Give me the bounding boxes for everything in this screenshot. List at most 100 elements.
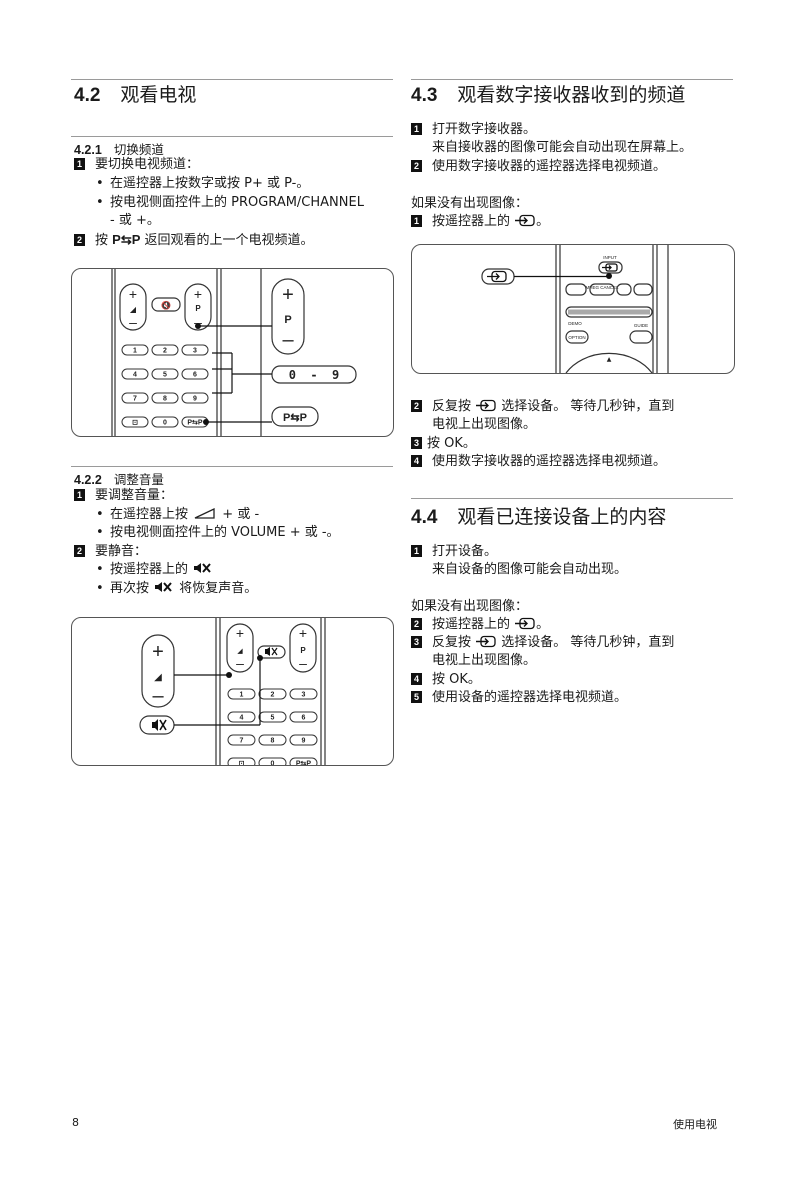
step-number: 4 — [411, 455, 422, 467]
step-number: 3 — [411, 636, 422, 648]
keypad-key-label: 7 — [133, 396, 137, 403]
keypad-key-label: 9 — [193, 396, 197, 403]
bullet-text: 再次按 — [110, 581, 150, 596]
step-continuation: 电视上出现图像。 — [432, 653, 537, 668]
step-line: 4 按 OK。 — [411, 671, 481, 688]
keypad-key — [258, 711, 287, 723]
section-rule — [411, 79, 733, 80]
keypad-key-label: 8 — [271, 738, 275, 745]
bullet-line: •在遥控器上按数字或按 P+ 或 P-。 — [96, 176, 310, 191]
keypad-key — [151, 368, 179, 380]
demo-label: DEMO — [568, 321, 582, 326]
svg-text:+: + — [236, 625, 244, 641]
source-icon — [476, 635, 496, 648]
step-text: 使用设备的遥控器选择电视频道。 — [432, 690, 628, 705]
bullet-text: 在遥控器上按数字或按 P+ 或 P-。 — [110, 176, 310, 191]
svg-text:+: + — [282, 284, 294, 306]
svg-text:+: + — [129, 286, 137, 302]
bullet-line: •按遥控器上的 — [96, 561, 212, 578]
bullet-text: 按电视侧面控件上的 VOLUME + 或 -。 — [110, 525, 340, 540]
keypad-key-label: 3 — [193, 348, 197, 355]
step-text: 。 — [536, 617, 550, 632]
source-icon — [515, 617, 535, 630]
big-p-label: P — [284, 314, 291, 326]
bullet-text: 按遥控器上的 — [110, 562, 189, 577]
step-text: 按 OK。 — [432, 672, 481, 687]
keypad-key-label: 0 — [163, 420, 167, 427]
keypad-key-label: 4 — [240, 715, 244, 722]
step-text: 选择设备。 等待几秒钟，直到 — [501, 635, 675, 650]
keypad-key-label: 7 — [240, 738, 244, 745]
bullet-line: •按电视侧面控件上的 PROGRAM/CHANNEL — [96, 195, 364, 210]
svg-text:–: – — [194, 314, 202, 330]
keypad-key — [289, 688, 318, 700]
step-number: 3 — [411, 437, 422, 449]
svg-text:+: + — [299, 625, 307, 641]
svg-text:🔇: 🔇 — [161, 300, 171, 310]
keypad-key — [258, 757, 287, 765]
remote-drawing: INPUT MHEG CANCEL DEMO GUIDE OPTION ▲ — [481, 245, 669, 373]
keypad-key-label: 3 — [302, 692, 306, 699]
step-text: 要切换电视频道： — [95, 157, 200, 172]
svg-text:▲: ▲ — [607, 356, 612, 363]
small-p-label: P — [300, 646, 306, 655]
keypad-key — [151, 344, 179, 356]
step-text: 打开设备。 — [432, 544, 498, 559]
option-label: OPTION — [568, 335, 585, 340]
keypad-key-label: 1 — [133, 348, 137, 355]
keypad-key — [227, 711, 256, 723]
keypad-key — [181, 392, 209, 404]
page-number: 8 — [72, 1116, 79, 1129]
pp-key-label: P⇆P — [112, 232, 141, 247]
mute-icon — [155, 582, 172, 592]
keypad-key — [289, 711, 318, 723]
step-number: 4 — [411, 673, 422, 685]
keypad-key-label: P⇆P — [187, 419, 203, 427]
keypad-key — [121, 416, 149, 428]
svg-text:–: – — [282, 329, 294, 351]
svg-text:+: + — [194, 286, 202, 302]
svg-text:◢: ◢ — [154, 672, 162, 683]
subsection-number: 4.2.1 — [74, 143, 102, 157]
keypad-key-label: ⊡ — [132, 420, 138, 427]
keypad-key-label: P⇆P — [296, 760, 312, 766]
keypad-key — [181, 368, 209, 380]
keypad-key-label: 0 — [271, 761, 275, 766]
step-number: 1 — [411, 123, 422, 135]
keypad-key — [227, 734, 256, 746]
keypad-key-label: 5 — [271, 715, 275, 722]
source-icon — [515, 214, 535, 227]
step-text: 要调整音量： — [95, 488, 174, 503]
keypad-key — [121, 344, 149, 356]
keypad-key-label: 2 — [271, 692, 275, 699]
footer-section: 使用电视 — [673, 1118, 717, 1131]
keypad-key-label: 5 — [163, 372, 167, 379]
step-text: 使用数字接收器的遥控器选择电视频道。 — [432, 454, 667, 469]
step-number: 1 — [411, 215, 422, 227]
bullet-line: •按电视侧面控件上的 VOLUME + 或 -。 — [96, 525, 340, 540]
step-number: 2 — [411, 400, 422, 412]
section-rule — [411, 498, 733, 499]
keypad-key — [258, 734, 287, 746]
section-rule — [71, 79, 393, 80]
keypad-key-label: 9 — [302, 738, 306, 745]
keypad-key — [151, 416, 179, 428]
mute-icon — [194, 563, 211, 573]
keypad-key — [151, 392, 179, 404]
subsection-rule — [71, 136, 393, 137]
keypad-key-label: ⊡ — [239, 761, 245, 766]
step-continuation: 来自接收器的图像可能会自动出现在屏幕上。 — [432, 140, 693, 155]
keypad-key — [289, 757, 318, 765]
svg-text:–: – — [129, 314, 137, 330]
bullet-continuation: - 或 +。 — [110, 213, 160, 228]
